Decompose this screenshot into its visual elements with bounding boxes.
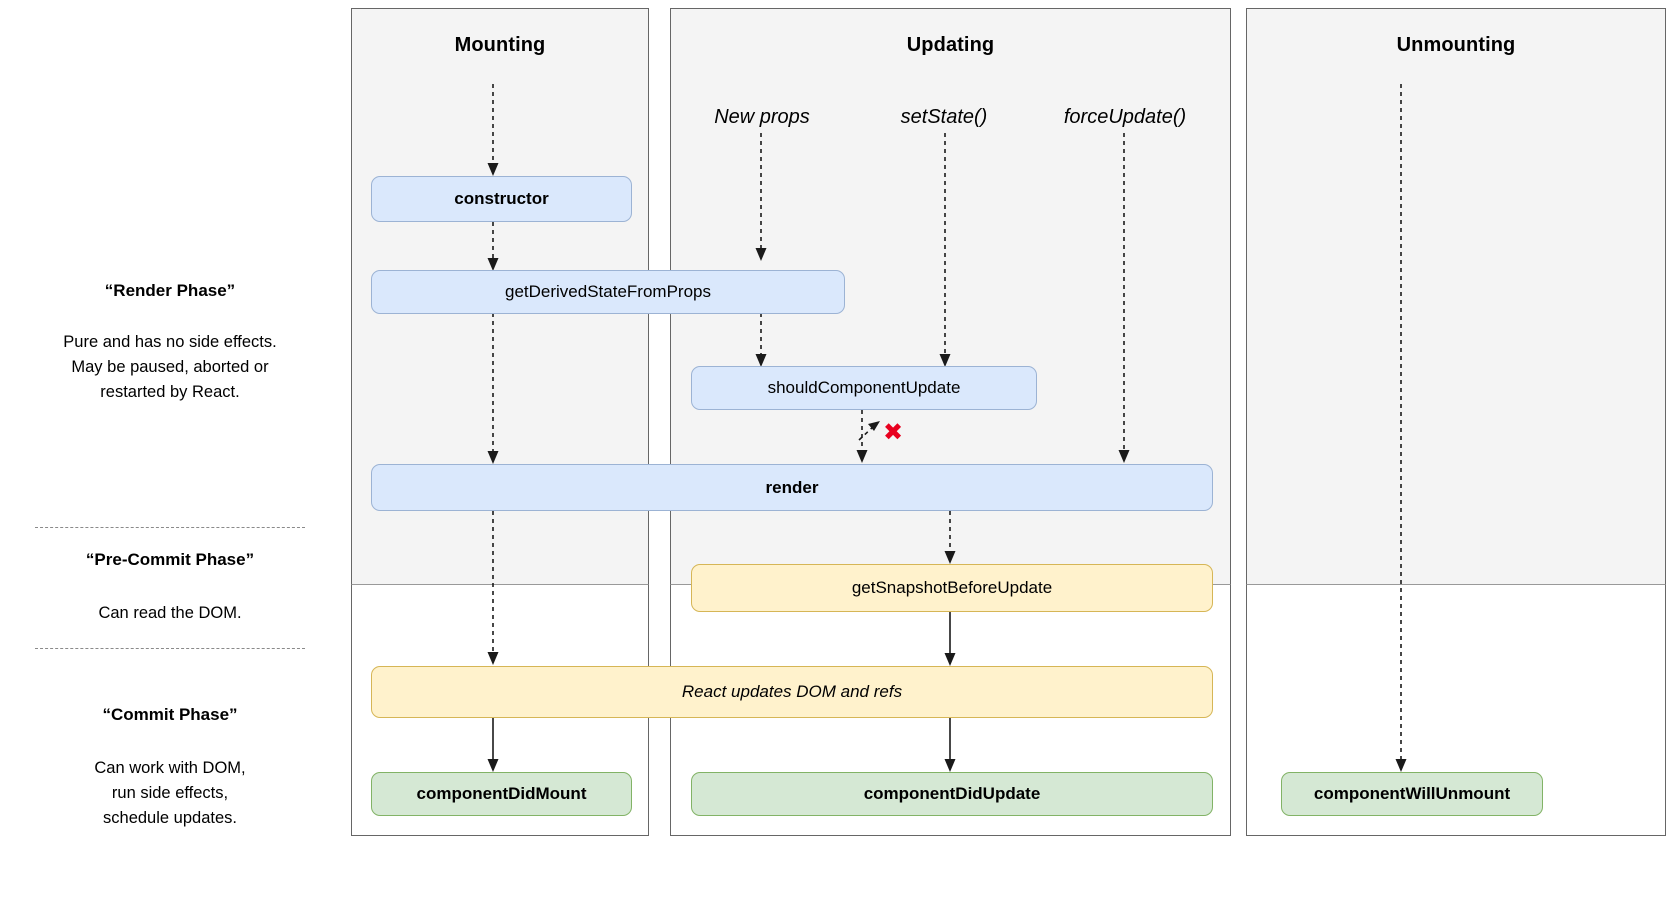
phase-divider-precommit-commit (35, 648, 305, 649)
node-react-updates-dom-and-refs[interactable]: React updates DOM and refs (371, 666, 1213, 718)
phase-description-pre-commit: Can read the DOM. (98, 604, 242, 622)
column-title-unmounting: Unmounting (1396, 34, 1516, 56)
skip-render-x-icon: ✖ (883, 418, 904, 446)
column-title-updating: Updating (906, 34, 995, 56)
node-constructor[interactable]: constructor (371, 176, 632, 222)
column-title-mounting: Mounting (454, 34, 546, 56)
phase-divider-render-precommit (35, 527, 305, 528)
phase-description-render: Pure and has no side effects. May be pau… (63, 333, 277, 401)
node-render[interactable]: render (371, 464, 1213, 511)
trigger-label-set-state: setState() (900, 106, 988, 128)
trigger-label-new-props: New props (714, 106, 810, 128)
node-get-derived-state-from-props[interactable]: getDerivedStateFromProps (371, 270, 845, 314)
node-component-did-mount[interactable]: componentDidMount (371, 772, 632, 816)
node-component-will-unmount[interactable]: componentWillUnmount (1281, 772, 1543, 816)
trigger-label-force-update: forceUpdate() (1063, 106, 1187, 128)
phase-title-commit: “Commit Phase” (102, 705, 238, 724)
phase-description-commit: Can work with DOM, run side effects, sch… (94, 759, 246, 827)
column-header-band-unmounting (1246, 8, 1666, 585)
node-component-did-update[interactable]: componentDidUpdate (691, 772, 1213, 816)
phase-title-render: “Render Phase” (104, 281, 236, 300)
node-should-component-update[interactable]: shouldComponentUpdate (691, 366, 1037, 410)
phase-title-pre-commit: “Pre-Commit Phase” (85, 550, 255, 569)
node-get-snapshot-before-update[interactable]: getSnapshotBeforeUpdate (691, 564, 1213, 612)
